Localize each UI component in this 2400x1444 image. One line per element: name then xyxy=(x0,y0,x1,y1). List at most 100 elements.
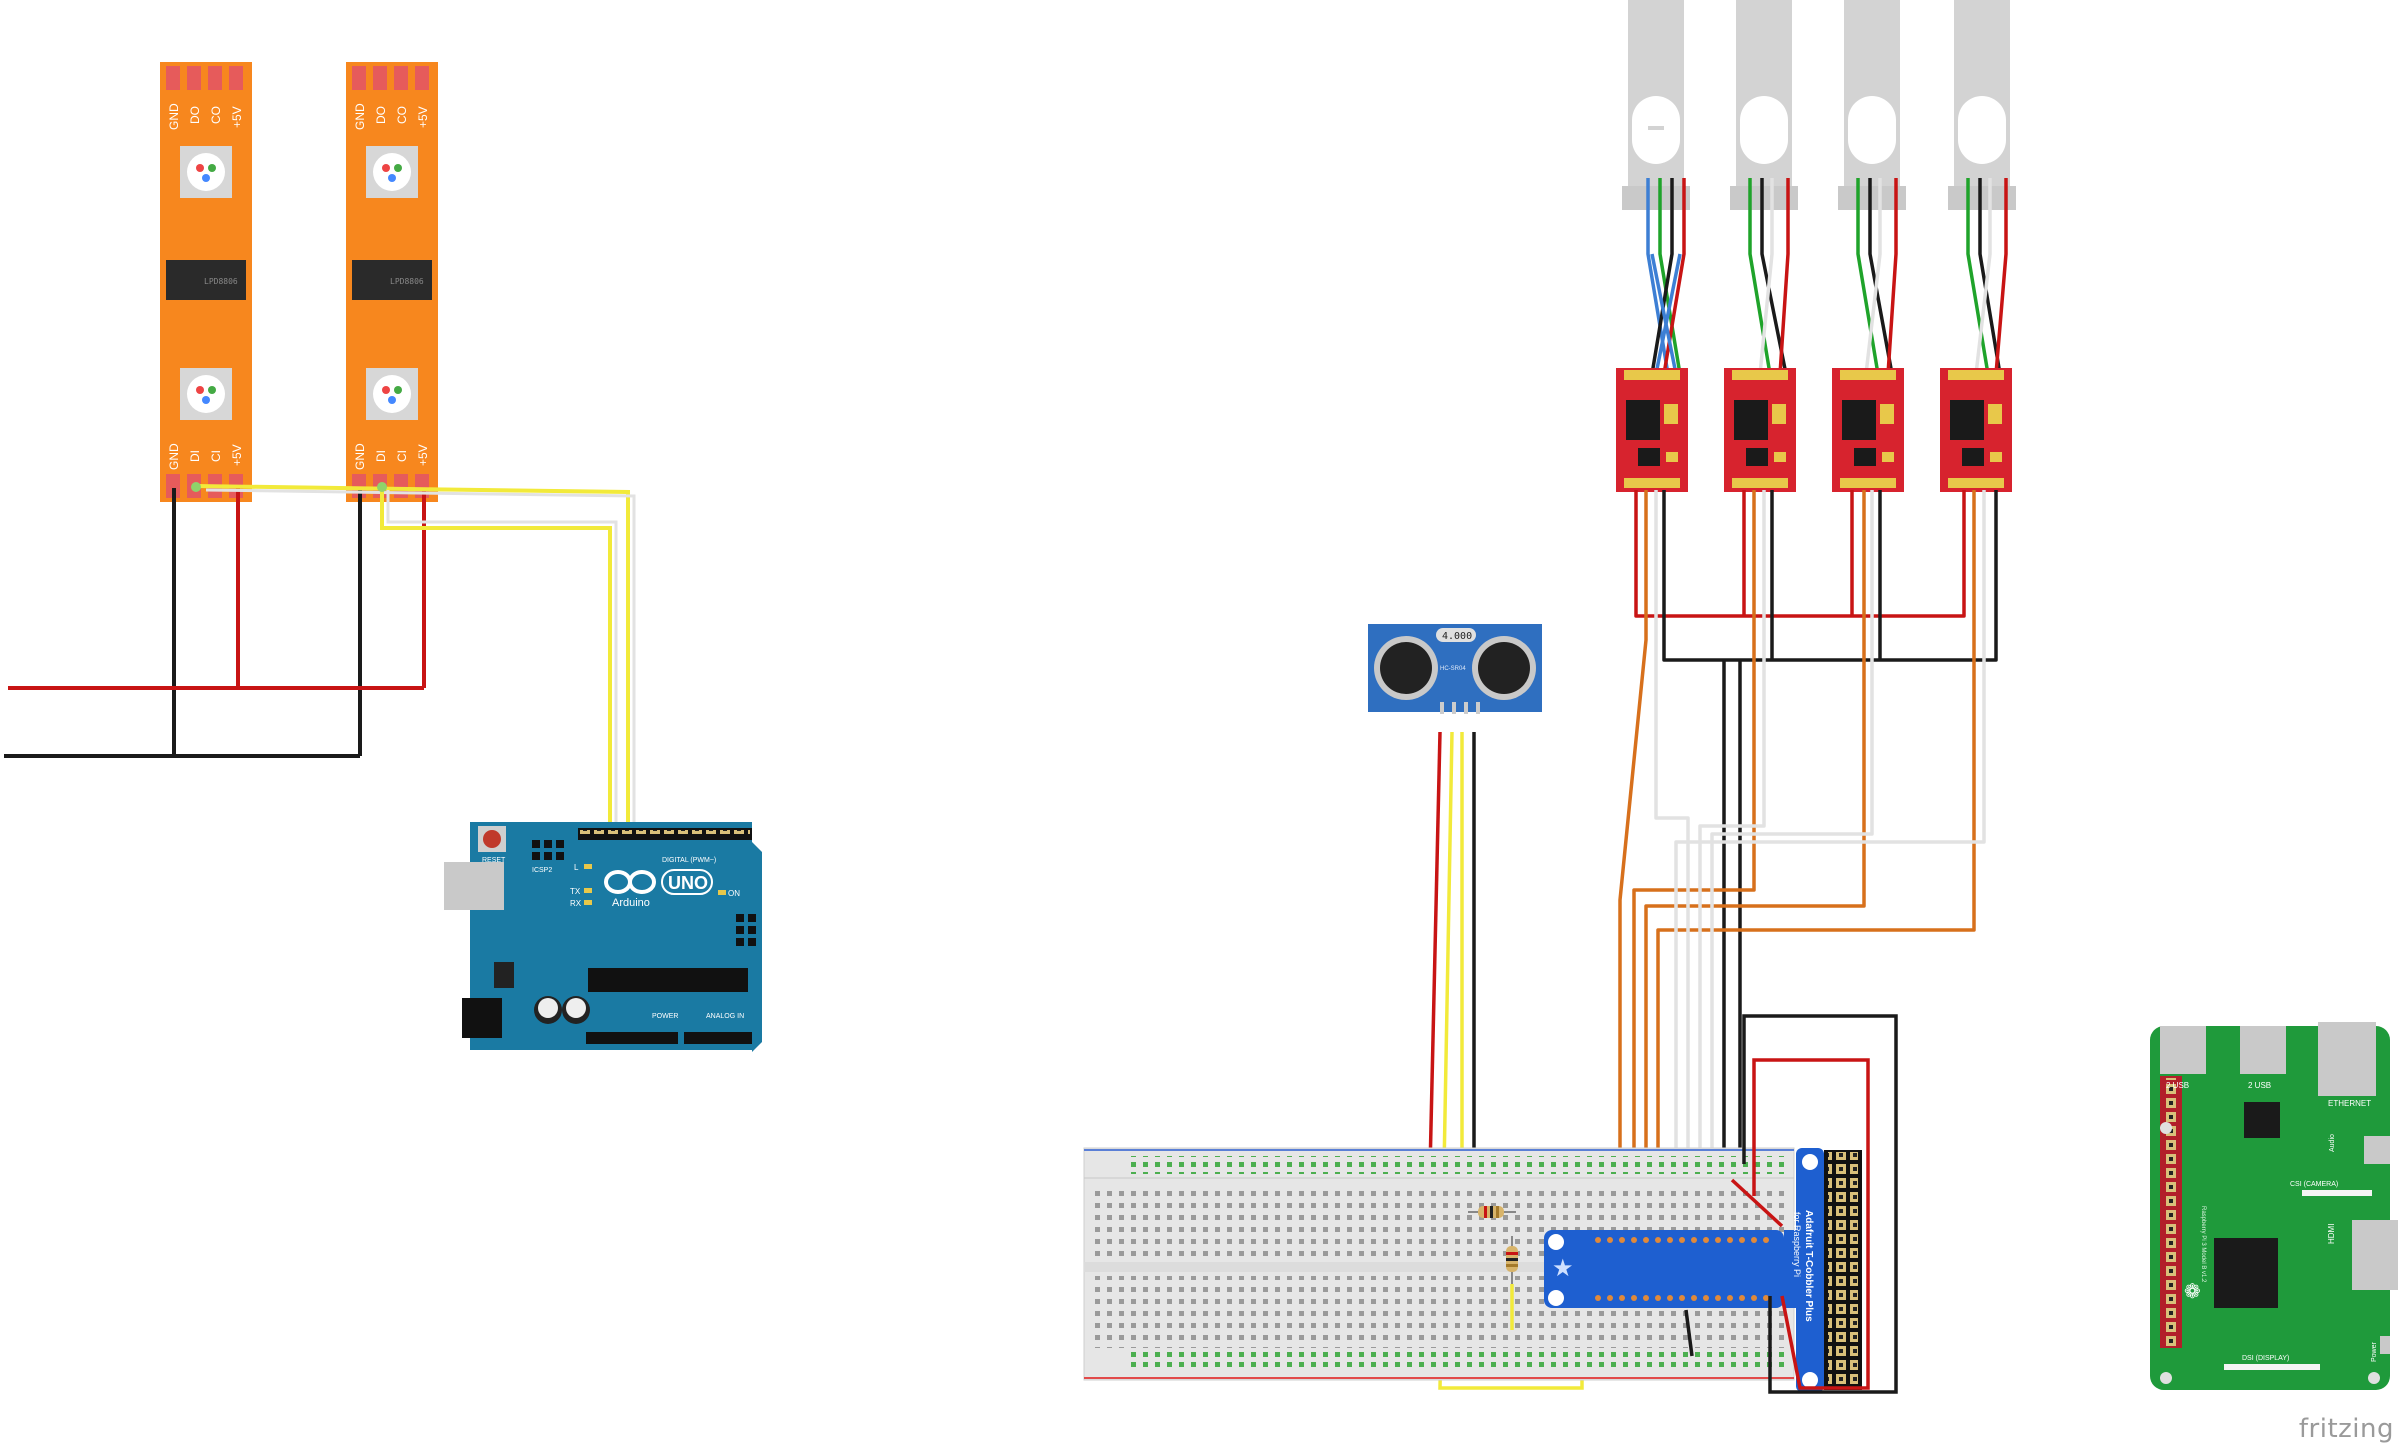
wire-yellow xyxy=(380,486,612,826)
usb-port xyxy=(2160,1026,2206,1074)
pin-label: +5V xyxy=(416,106,430,128)
pin-label: GND xyxy=(167,443,181,470)
arduino-logo-text: Arduino xyxy=(612,897,650,909)
hx711-board xyxy=(1616,368,1688,492)
digital-label: DIGITAL (PWM~) xyxy=(662,857,716,864)
load-cells xyxy=(1622,0,2016,210)
rgb-led xyxy=(366,368,418,420)
analog-header xyxy=(684,1032,752,1044)
arduino-infinity-logo xyxy=(604,870,656,894)
hx711-wires xyxy=(1596,490,1998,1241)
lan-chip xyxy=(2244,1102,2280,1138)
load-cell xyxy=(1622,0,1690,210)
pin-label: CI xyxy=(395,450,409,462)
bottom-pin-labels: GND DI CI +5V xyxy=(167,443,244,470)
tx-label: TX xyxy=(570,887,581,896)
crystal-label: 4.000 xyxy=(1442,631,1472,642)
top-pads xyxy=(166,66,243,90)
fritzing-watermark: fritzing xyxy=(2298,1414,2394,1444)
raspberry-pi-3: 2 USB 2 USB ETHERNET Audio CSI (CAMERA) … xyxy=(2150,1022,2398,1390)
on-label: ON xyxy=(728,889,740,898)
hx711-board xyxy=(1724,368,1796,492)
top-pads xyxy=(352,66,429,90)
csi-label: CSI (CAMERA) xyxy=(2290,1181,2338,1188)
dc-jack xyxy=(462,998,502,1038)
usb-b-port xyxy=(444,862,504,910)
arduino-board xyxy=(470,822,762,1052)
wire-white xyxy=(205,488,636,826)
capacitor xyxy=(538,998,558,1018)
usb-label: 2 USB xyxy=(2248,1081,2271,1090)
resistor xyxy=(1468,1206,1516,1218)
icsp-header xyxy=(736,914,756,946)
dsi-label: DSI (DISPLAY) xyxy=(2242,1355,2289,1362)
pin-label: DO xyxy=(374,106,388,124)
resistor xyxy=(1506,1236,1518,1284)
power-label: Power xyxy=(2371,1341,2378,1362)
pin-label: CI xyxy=(209,450,223,462)
rx-label: RX xyxy=(570,899,582,908)
cobbler-pin-row-top xyxy=(1595,1237,1769,1243)
hdmi-port xyxy=(2352,1220,2398,1290)
cobbler-label-sub: for Raspberry Pi xyxy=(1792,1212,1802,1277)
hx711-board xyxy=(1940,368,2012,492)
pin-label: GND xyxy=(353,103,367,130)
uno-model: UNO xyxy=(668,873,708,893)
reset-label: RESET xyxy=(482,857,506,864)
voltage-regulator xyxy=(494,962,514,988)
sensor-model: HC-SR04 xyxy=(1440,666,1466,672)
pin-label: DI xyxy=(188,450,202,462)
reset-button[interactable] xyxy=(483,830,501,848)
lpd8806-chip: LPD8806 xyxy=(166,260,246,300)
load-cell xyxy=(1730,0,1798,210)
usb-label: 2 USB xyxy=(2166,1081,2189,1090)
pin-label: +5V xyxy=(230,444,244,466)
hx711-board xyxy=(1832,368,1904,492)
dsi-connector xyxy=(2224,1364,2320,1370)
chip-label: LPD8806 xyxy=(204,277,238,286)
chip-label: LPD8806 xyxy=(390,277,424,286)
cobbler-power-wires xyxy=(1730,1014,1898,1394)
load-cell xyxy=(1948,0,2016,210)
wire-yellow xyxy=(195,484,630,826)
csi-connector xyxy=(2302,1190,2372,1196)
pin-label: GND xyxy=(353,443,367,470)
top-pin-labels: GND DO CO +5V xyxy=(167,103,244,130)
l-label: L xyxy=(574,863,579,872)
arduino-uno: RESET ICSP2 DIGITAL (PWM~) L TX RX Ardui… xyxy=(444,822,762,1052)
icsp2-header xyxy=(532,840,564,860)
load-cell-wires xyxy=(1646,178,2008,375)
rgb-led xyxy=(180,368,232,420)
rgb-led xyxy=(366,146,418,198)
led-strip-wires xyxy=(4,482,636,826)
board-text: Raspberry Pi 3 Model B v1.2 xyxy=(2200,1206,2206,1283)
led-strip-1: GND DO CO +5V LPD8806 GND DI CI +5V xyxy=(160,62,252,502)
audio-label: Audio xyxy=(2329,1134,2336,1152)
ethernet-label: ETHERNET xyxy=(2328,1099,2371,1108)
analog-label: ANALOG IN xyxy=(706,1013,744,1020)
hc-sr04-sensor: 4.000 HC-SR04 xyxy=(1368,624,1542,714)
cobbler-label: Adafruit T-Cobbler Plus xyxy=(1803,1210,1814,1322)
raspberry-logo-icon: ❁ xyxy=(2184,1281,2201,1303)
atmega-chip xyxy=(588,968,748,992)
hx711-boards xyxy=(1616,368,2012,492)
bottom-pin-labels: GND DI CI +5V xyxy=(353,443,430,470)
pin-label: +5V xyxy=(416,444,430,466)
pin-label: +5V xyxy=(230,106,244,128)
pin-label: DO xyxy=(188,106,202,124)
capacitor xyxy=(566,998,586,1018)
pin-label: DI xyxy=(374,450,388,462)
ethernet-port xyxy=(2318,1022,2376,1096)
hdmi-label: HDMI xyxy=(2327,1224,2336,1244)
crystal xyxy=(1436,628,1476,642)
power-rail-bottom xyxy=(1124,1352,1784,1370)
rgb-led xyxy=(180,146,232,198)
micro-usb-power xyxy=(2380,1336,2390,1354)
icsp2-label: ICSP2 xyxy=(532,867,552,874)
power-rail-top xyxy=(1124,1156,1784,1174)
uno-badge xyxy=(661,869,713,895)
power-header xyxy=(586,1032,678,1044)
pin-label: GND xyxy=(167,103,181,130)
cobbler-pin-row-bottom xyxy=(1595,1295,1769,1301)
